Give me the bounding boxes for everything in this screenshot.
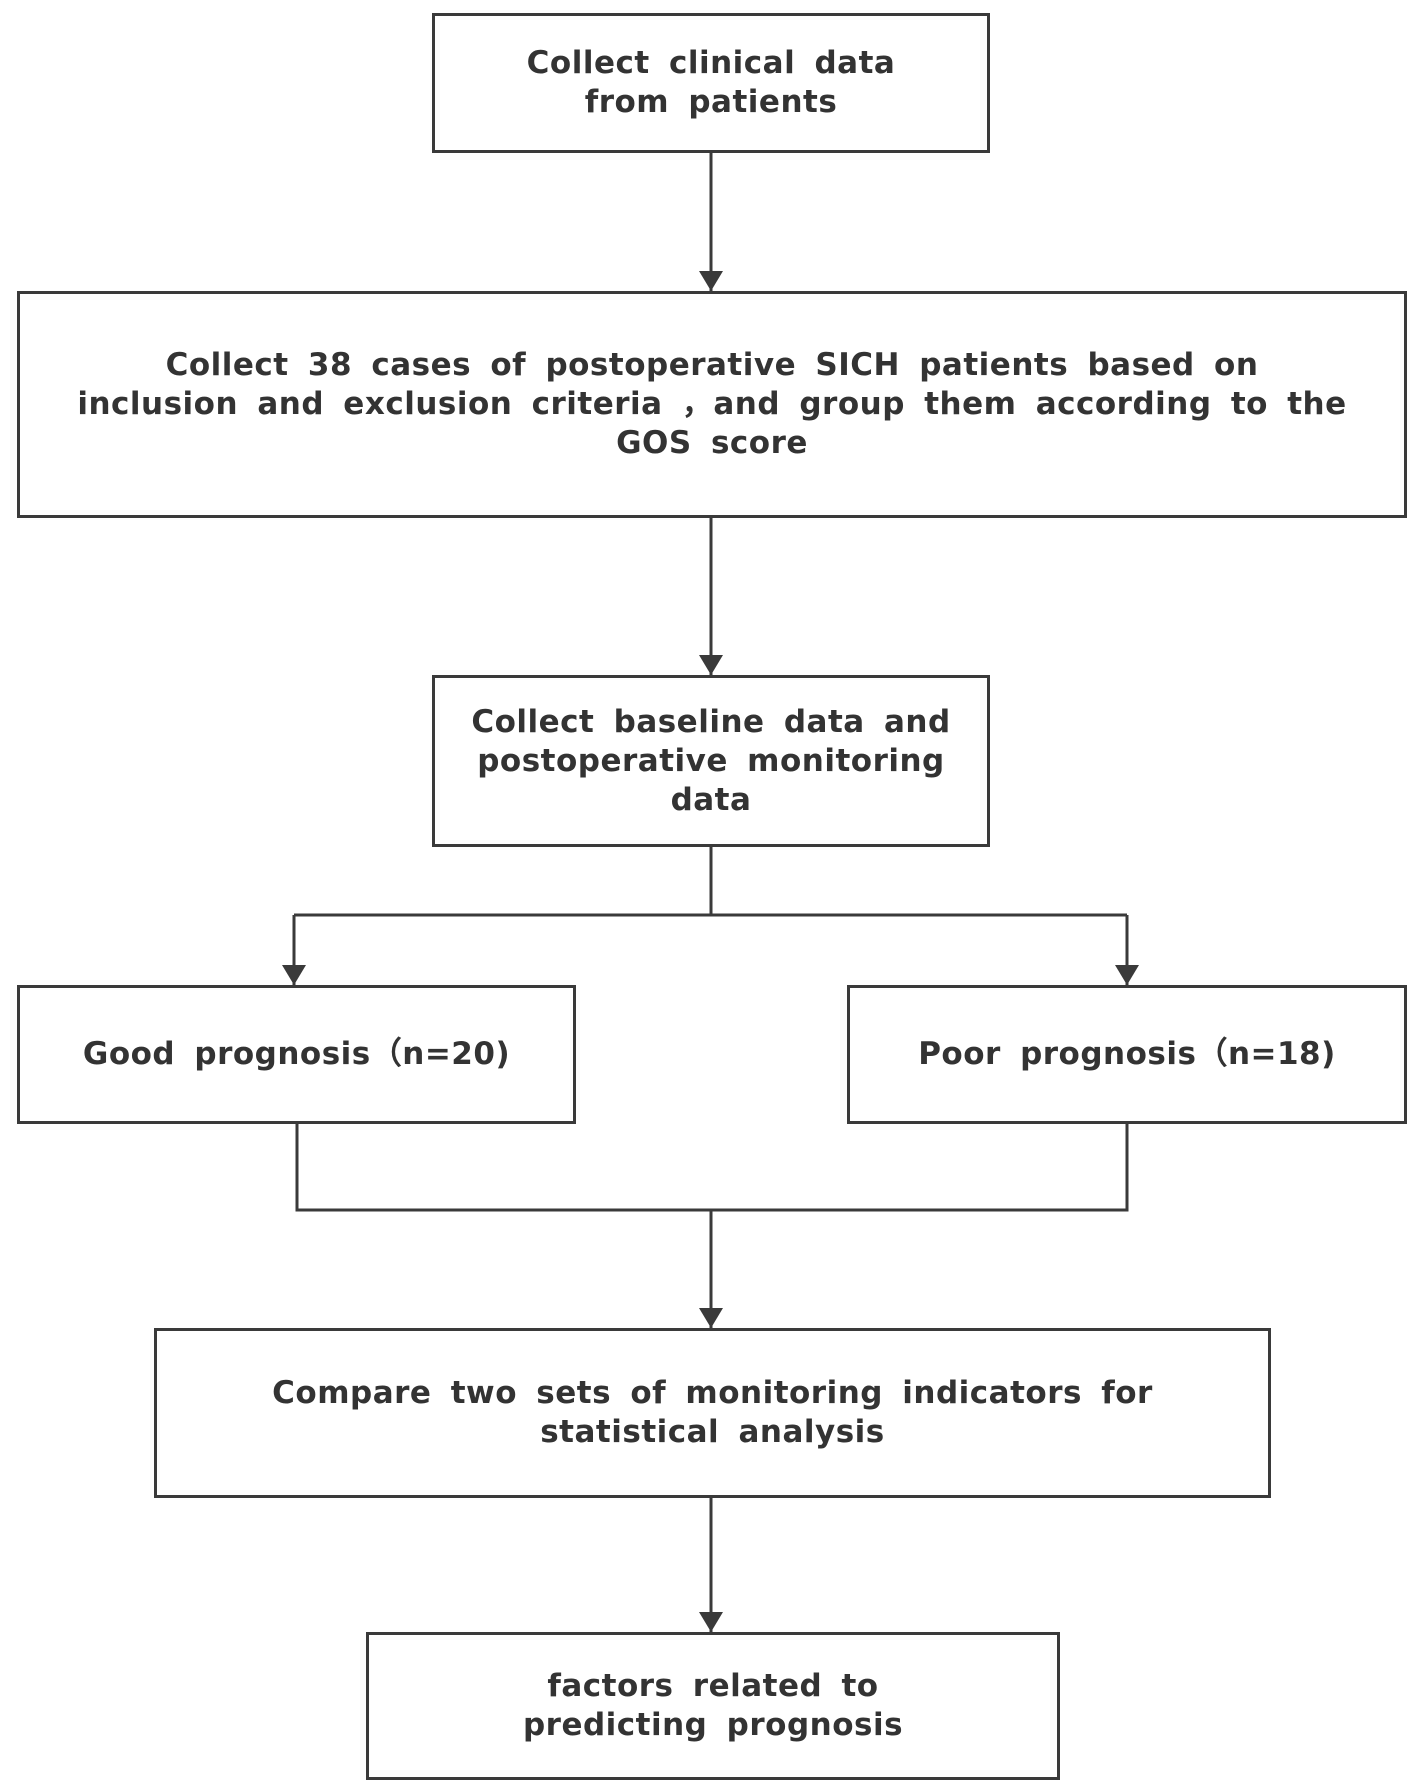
step-collect-clinical-data: Collect clinical data from patients	[432, 13, 990, 153]
step-label: Compare two sets of monitoring indicator…	[272, 1375, 1153, 1450]
step-collect-baseline: Collect baseline data and postoperative …	[432, 675, 990, 847]
step-label: Collect baseline data and postoperative …	[471, 703, 951, 818]
step-poor-prognosis: Poor prognosis（n=18)	[847, 985, 1407, 1124]
step-label: Collect 38 cases of postoperative SICH p…	[77, 347, 1347, 461]
merge-connector	[295, 1124, 1129, 1212]
step-label: Poor prognosis（n=18)	[918, 1036, 1336, 1072]
step-label: Good prognosis（n=20)	[82, 1036, 511, 1072]
step-collect-cases: Collect 38 cases of postoperative SICH p…	[17, 291, 1407, 518]
step-label: Collect clinical data from patients	[526, 45, 896, 120]
step-predicting-factors: factors related to predicting prognosis	[366, 1632, 1060, 1780]
step-good-prognosis: Good prognosis（n=20)	[17, 985, 576, 1124]
step-compare-indicators: Compare two sets of monitoring indicator…	[154, 1328, 1271, 1498]
step-label: factors related to predicting prognosis	[522, 1668, 904, 1743]
